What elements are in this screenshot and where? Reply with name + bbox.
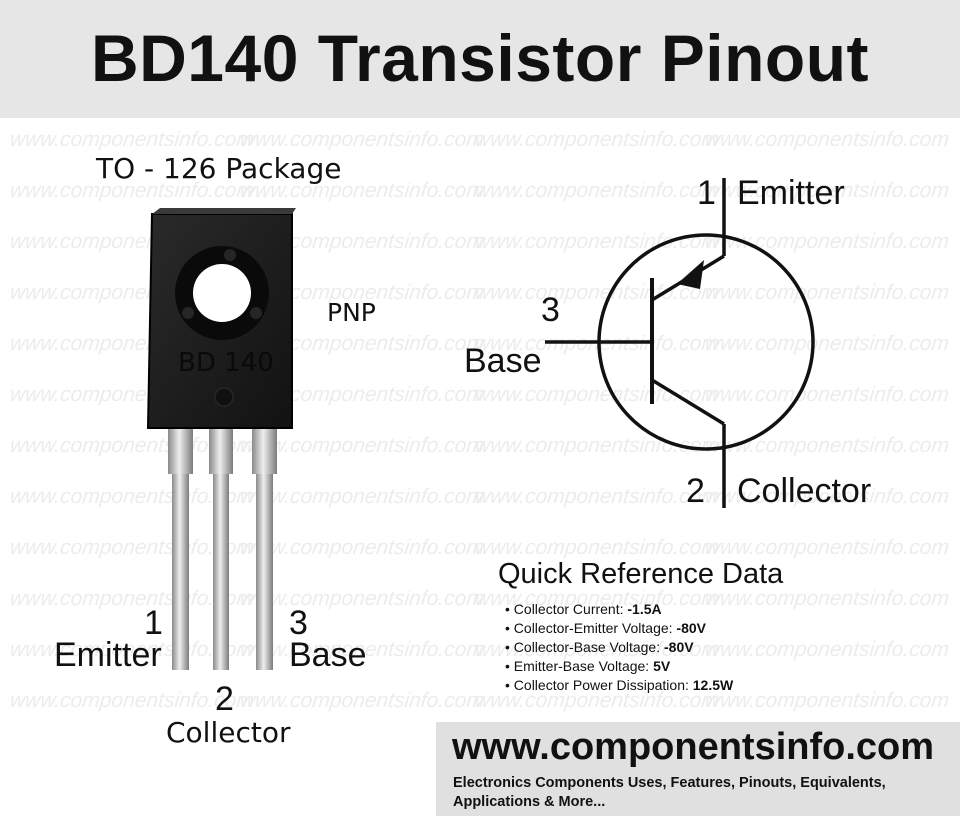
package-marking: BD 140 [178, 348, 274, 378]
symbol-emitter-number: 1 [697, 174, 716, 212]
pkg-pin3-name: Base [289, 636, 367, 674]
pkg-pin2-name: Collector [166, 716, 291, 749]
emitter-arrow-icon [677, 260, 704, 289]
symbol-emitter-label: Emitter [737, 174, 845, 212]
qr-item: • Collector Power Dissipation: 12.5W [505, 677, 734, 693]
qr-item: • Collector-Emitter Voltage: -80V [505, 620, 706, 636]
symbol-base-number: 3 [541, 291, 560, 329]
footer-tagline: Electronics Components Uses, Features, P… [453, 775, 886, 810]
title-banner [0, 0, 960, 118]
package-label: TO - 126 Package [96, 152, 342, 185]
symbol-collector-number: 2 [686, 472, 705, 510]
collector-lead [213, 424, 229, 670]
symbol-collector-label: Collector [737, 472, 872, 510]
page-title: BD140 Transistor Pinout [90, 21, 869, 95]
pkg-pin2-number: 2 [215, 680, 234, 718]
polarity-label: PNP [327, 298, 376, 327]
footer-url-link[interactable]: www.componentsinfo.com [452, 726, 935, 768]
qr-item: • Collector-Base Voltage: -80V [505, 639, 694, 655]
pkg-pin1-name: Emitter [54, 636, 162, 674]
base-lead [256, 424, 273, 670]
symbol-base-label: Base [464, 342, 542, 380]
pkg-pin1-number: 1 [144, 604, 163, 642]
emitter-lead [172, 424, 189, 670]
qr-item: • Collector Current: -1.5A [505, 601, 662, 617]
pkg-pin3-number: 3 [289, 604, 308, 642]
qr-item: • Emitter-Base Voltage: 5V [505, 658, 671, 674]
quick-reference-list: • Collector Current: -1.5A • Collector-E… [505, 600, 733, 695]
quick-reference-title: Quick Reference Data [498, 558, 784, 590]
footer-banner: www.componentsinfo.com Electronics Compo… [436, 722, 960, 816]
